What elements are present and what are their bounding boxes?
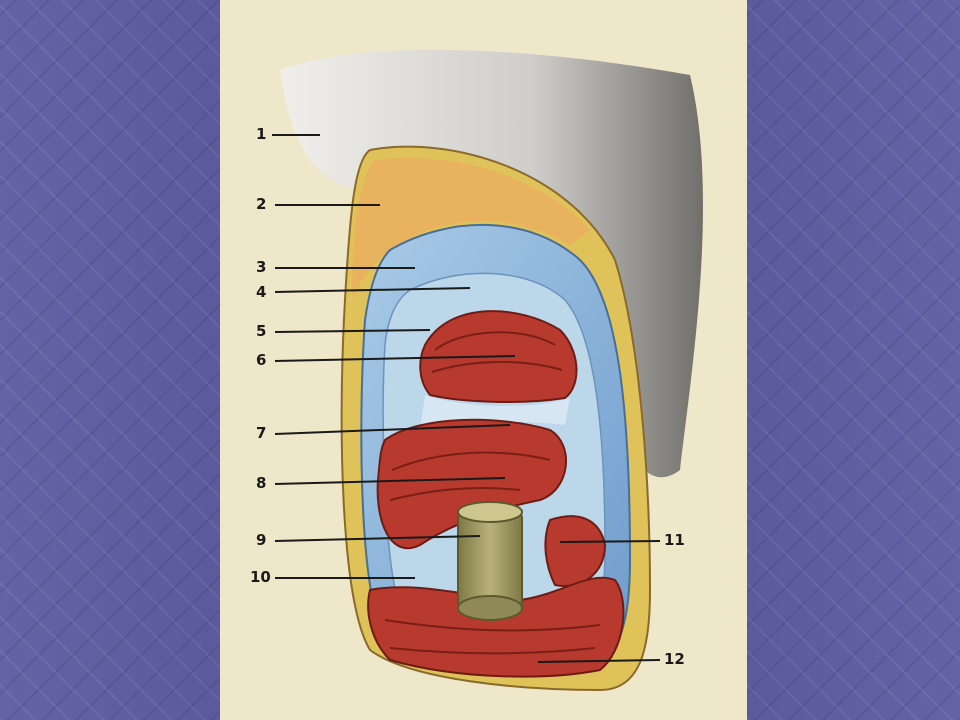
leader-lines [272, 134, 661, 663]
label-11: 11 [664, 531, 685, 549]
label-3: 3 [256, 258, 267, 276]
label-4: 4 [256, 283, 267, 301]
label-8: 8 [256, 474, 267, 492]
tube-opening [457, 595, 523, 621]
label-5: 5 [256, 322, 267, 340]
label-10: 10 [250, 568, 271, 586]
tube-top [457, 501, 523, 523]
fat-layer [352, 157, 590, 300]
label-1: 1 [256, 125, 267, 143]
label-12: 12 [664, 650, 685, 668]
label-9: 9 [256, 531, 267, 549]
lower-right-muscle [544, 515, 607, 587]
illustration-plate: 1 2 3 4 5 6 7 8 9 10 11 12 [220, 0, 747, 720]
label-7: 7 [256, 424, 267, 442]
label-2: 2 [256, 195, 267, 213]
label-6: 6 [256, 351, 267, 369]
anatomical-diagram [272, 49, 703, 692]
